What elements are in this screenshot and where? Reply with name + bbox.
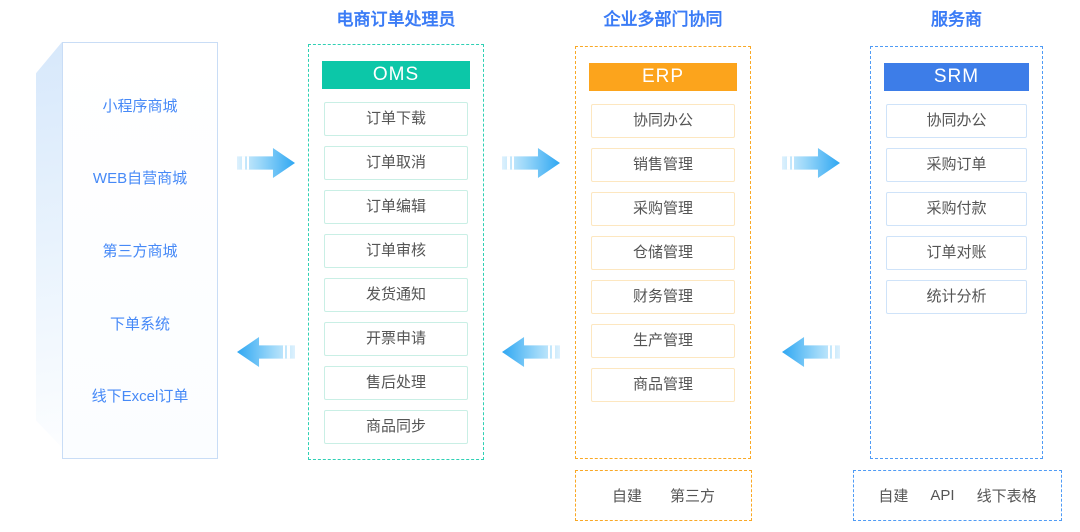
source-item-mini-program-mall: 小程序商城 [102,97,178,115]
oms-item-shipping-notice: 发货通知 [324,278,468,312]
erp-item-finance-management: 财务管理 [591,280,735,314]
srm-item-collaborative-office: 协同办公 [886,104,1027,138]
erp-option-third-party: 第三方 [670,488,716,505]
srm-header: SRM [884,63,1029,91]
srm-item-order-reconciliation: 订单对账 [886,236,1027,270]
srm-column-title: 服务商 [931,10,982,29]
arrow-right-icon [237,148,295,178]
srm-option-self-built: 自建 [878,488,909,505]
erp-item-sales-management: 销售管理 [591,148,735,182]
srm-option-api: API [930,487,955,504]
oms-item-product-sync: 商品同步 [324,410,468,444]
oms-item-order-review: 订单审核 [324,234,468,268]
srm-connection-options: 自建 API 线下表格 [853,470,1062,521]
erp-header: ERP [589,63,737,91]
erp-panel: ERP 协同办公 销售管理 采购管理 仓储管理 财务管理 生产管理 商品管理 [575,46,751,459]
oms-item-after-sales: 售后处理 [324,366,468,400]
source-panel-3d-shadow [36,42,62,448]
oms-item-order-cancel: 订单取消 [324,146,468,180]
oms-item-order-edit: 订单编辑 [324,190,468,224]
source-item-offline-excel-orders: 线下Excel订单 [91,388,189,406]
erp-item-product-management: 商品管理 [591,368,735,402]
srm-item-purchase-payment: 采购付款 [886,192,1027,226]
srm-item-purchase-order: 采购订单 [886,148,1027,182]
erp-column-title: 企业多部门协同 [603,10,723,29]
source-item-third-party-mall: 第三方商城 [102,242,178,260]
oms-header: OMS [322,61,470,89]
oms-item-invoice-request: 开票申请 [324,322,468,356]
erp-item-warehouse-management: 仓储管理 [591,236,735,270]
source-item-web-self-mall: WEB自营商城 [92,170,188,188]
srm-option-offline-sheet: 线下表格 [976,488,1037,505]
erp-option-self-built: 自建 [611,488,642,505]
erp-item-purchase-management: 采购管理 [591,192,735,226]
srm-panel: SRM 协同办公 采购订单 采购付款 订单对账 统计分析 [870,46,1043,459]
erp-item-production-management: 生产管理 [591,324,735,358]
erp-deployment-options: 自建 第三方 [575,470,752,521]
arrow-right-icon [502,148,560,178]
erp-item-collaborative-office: 协同办公 [591,104,735,138]
oms-column-title: 电商订单处理员 [336,10,456,29]
source-item-order-system: 下单系统 [109,315,170,333]
arrow-left-icon [782,337,840,367]
oms-item-order-download: 订单下载 [324,102,468,136]
arrow-left-icon [502,337,560,367]
srm-item-statistics-analysis: 统计分析 [886,280,1027,314]
arrow-right-icon [782,148,840,178]
arrow-left-icon [237,337,295,367]
source-channels-panel: 小程序商城 WEB自营商城 第三方商城 下单系统 线下Excel订单 [62,42,218,459]
oms-panel: OMS 订单下载 订单取消 订单编辑 订单审核 发货通知 开票申请 售后处理 商… [308,44,484,460]
